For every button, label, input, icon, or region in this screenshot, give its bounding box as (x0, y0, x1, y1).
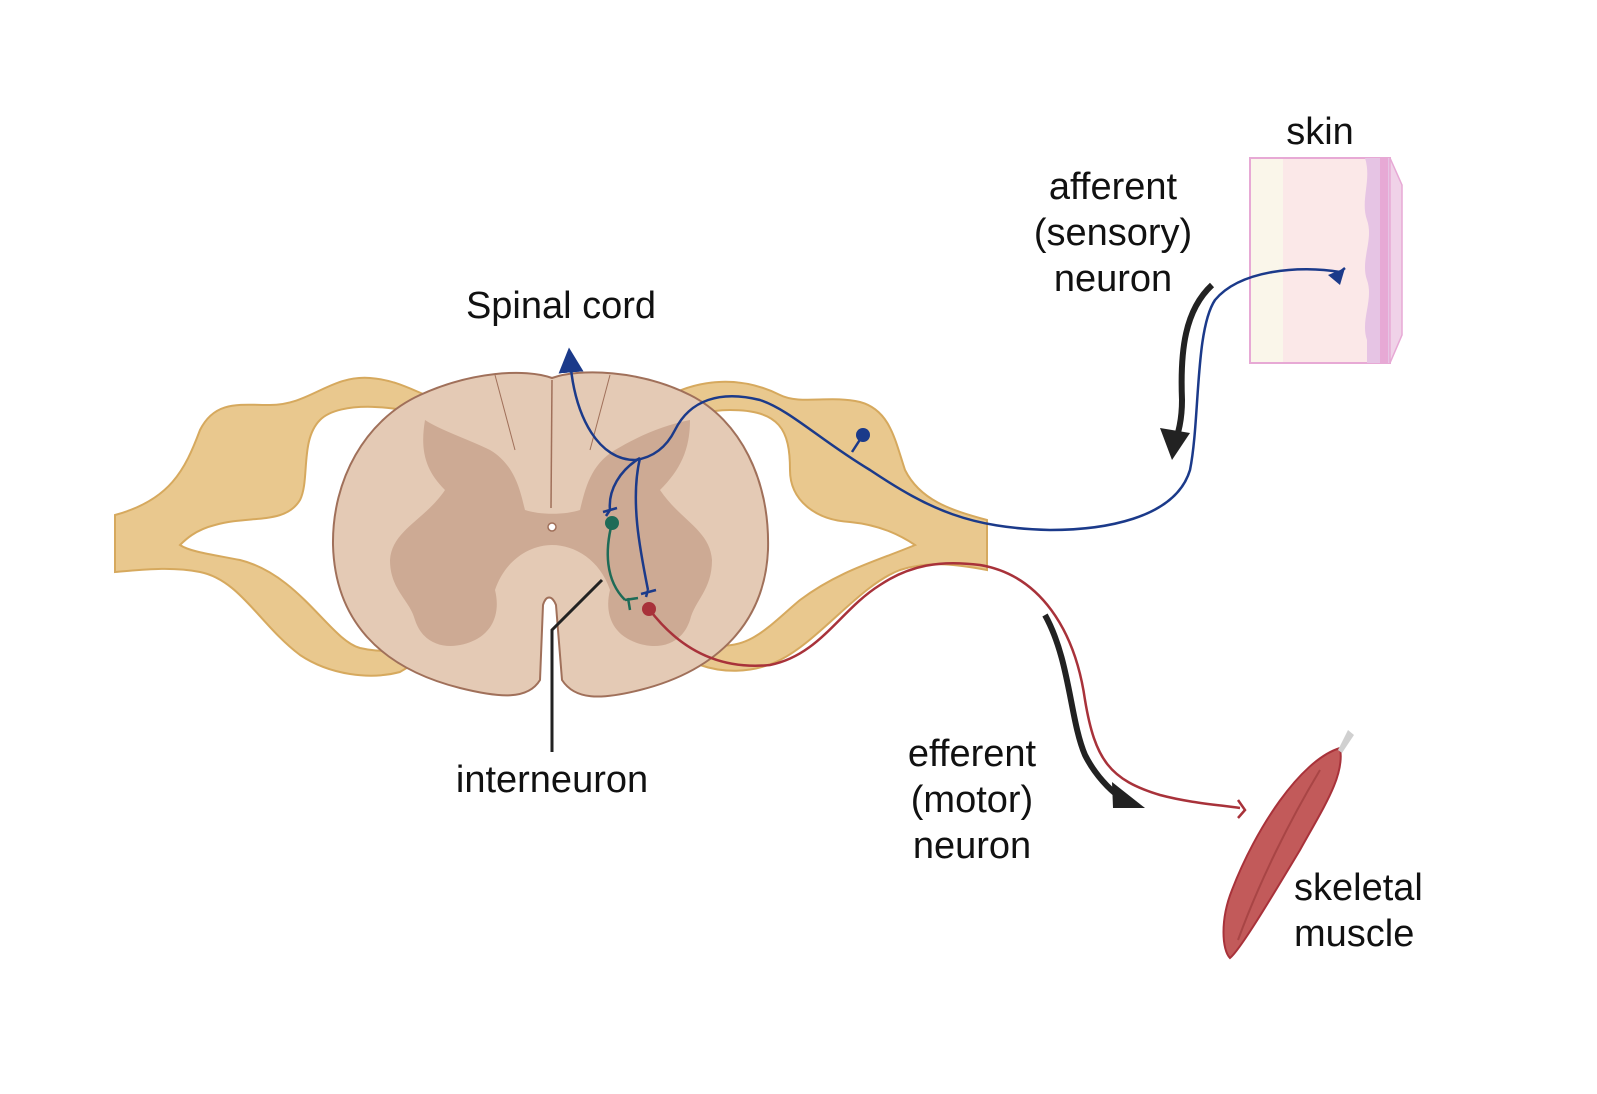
interneuron-leader-line (550, 578, 604, 752)
label-interneuron: interneuron (456, 759, 648, 801)
label-efferent-2: (motor) (911, 779, 1033, 821)
sensory-ending-arrowhead (1328, 268, 1345, 285)
label-afferent-3: neuron (1054, 258, 1172, 300)
motor-neuron-cell (642, 602, 656, 616)
grey-matter (390, 420, 712, 646)
central-canal (547, 522, 557, 532)
label-afferent-2: (sensory) (1034, 212, 1192, 254)
motor-neuron (648, 561, 1247, 819)
sensory-neuron (558, 267, 1346, 598)
label-spinal-cord: Spinal cord (466, 285, 656, 327)
label-efferent-1: efferent (908, 733, 1037, 775)
dorsal-sulcus-left (494, 374, 516, 451)
left-nerve-root (114, 376, 441, 677)
sensory-ganglion-cell (856, 428, 870, 442)
skeletal-muscle (1222, 730, 1354, 960)
label-skin: skin (1286, 111, 1354, 153)
dorsal-septum (550, 379, 553, 509)
label-muscle-2: muscle (1294, 913, 1414, 955)
interneuron-path (606, 522, 639, 611)
interneuron-cell (605, 516, 619, 530)
label-efferent-3: neuron (913, 825, 1031, 867)
label-muscle-1: skeletal (1294, 867, 1423, 909)
spinal-cord (331, 371, 770, 698)
efferent-direction-arrow (1042, 613, 1145, 808)
skin-block (1249, 157, 1403, 364)
afferent-direction-arrow (1160, 282, 1215, 460)
label-afferent-1: afferent (1049, 166, 1178, 208)
